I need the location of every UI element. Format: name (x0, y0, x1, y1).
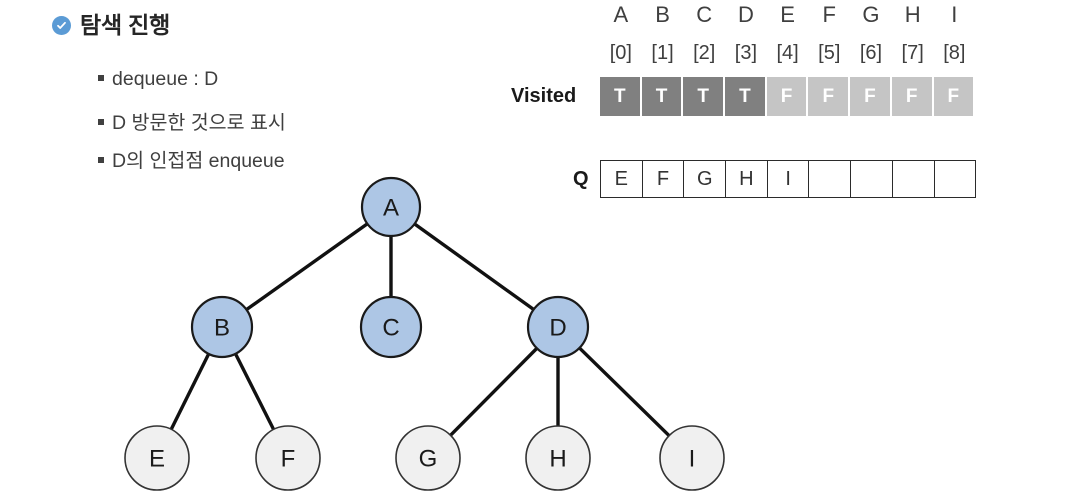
tree-edge-a-b (243, 221, 370, 313)
column-letter: D (737, 2, 754, 27)
tree-node-label: H (549, 446, 566, 473)
tree-node-label: G (419, 446, 438, 473)
tree-edge-b-f (233, 351, 277, 432)
tree-edge-a-d (411, 221, 537, 313)
column-index: [6] (859, 42, 883, 64)
tree-node-i[interactable]: I (659, 425, 725, 491)
column-index: [4] (776, 42, 799, 64)
tree-node-circle (526, 295, 590, 359)
queue-cell: E (601, 160, 643, 198)
tree-node-circle (255, 425, 321, 491)
tree-node-label: B (214, 315, 230, 342)
column-index: [3] (734, 42, 758, 64)
list-item: D의 인접점 enqueue (98, 144, 498, 182)
square-bullet-icon (98, 75, 104, 81)
tree-node-label: F (281, 446, 296, 473)
tree-edge-d-g (447, 345, 540, 438)
list-item-label: dequeue : D (112, 68, 219, 90)
square-bullet-icon (98, 119, 104, 125)
list-item: D 방문한 것으로 표시 (98, 106, 498, 144)
queue-cell: I (767, 160, 810, 198)
column-letter: I (951, 2, 958, 27)
column-index: [1] (651, 42, 674, 64)
list-item: dequeue : D (98, 68, 498, 106)
tree-node-circle (659, 425, 725, 491)
visited-column-indices: [0] [1] [2] [3] [4] [5] [6] [7] [8] (600, 42, 975, 65)
visited-cell: F (933, 77, 974, 116)
tree-edge-d-i (576, 345, 672, 439)
heading-row: 탐색 진행 (52, 14, 170, 37)
visited-cell: F (808, 77, 849, 116)
tree-node-label: C (382, 315, 399, 342)
column-index: [0] (609, 42, 632, 64)
column-letter: B (655, 2, 670, 27)
column-index: [8] (943, 42, 966, 64)
queue-table: E F G H I (600, 160, 977, 198)
column-index: [5] (818, 42, 841, 64)
column-index: [7] (901, 42, 924, 64)
tree-node-circle (190, 295, 254, 359)
tree-node-c[interactable]: C (359, 295, 423, 359)
tree-edge-b-e (168, 351, 212, 432)
queue-cell: G (684, 160, 727, 198)
queue-cell: F (642, 160, 685, 198)
queue-row-label: Q (573, 168, 589, 190)
tree-edges (168, 221, 672, 439)
tree-node-circle (124, 425, 190, 491)
tree-node-circle (525, 425, 591, 491)
tree-node-label: D (549, 315, 566, 342)
list-item-label: D의 인접점 enqueue (112, 150, 285, 172)
tree-node-h[interactable]: H (525, 425, 591, 491)
column-index: [2] (693, 42, 716, 64)
column-letter: F (822, 2, 836, 27)
column-letter: E (780, 2, 795, 27)
visited-cell: T (725, 77, 765, 116)
tree-node-d[interactable]: D (526, 295, 590, 359)
list-item-label: D 방문한 것으로 표시 (112, 112, 286, 134)
tree-node-circle (359, 295, 423, 359)
tree-node-g[interactable]: G (395, 425, 461, 491)
queue-cell: H (726, 160, 768, 198)
visited-cells-row: T T T T F F F F F (600, 77, 974, 116)
visited-column-letters: A B C D E F G H I (600, 2, 975, 28)
visited-cell: T (683, 77, 724, 116)
visited-cell: T (600, 77, 640, 116)
tree-node-f[interactable]: F (255, 425, 321, 491)
visited-cell: F (891, 77, 932, 116)
queue-cell (851, 160, 893, 198)
visited-cell: T (641, 77, 682, 116)
page-title: 탐색 진행 (80, 12, 171, 38)
tree-node-label: I (689, 446, 696, 473)
queue-cell (809, 160, 852, 198)
check-circle-icon (52, 16, 71, 35)
column-letter: A (613, 2, 629, 27)
visited-cell: F (850, 77, 890, 116)
tree-node-b[interactable]: B (190, 295, 254, 359)
bullet-list: dequeue : D D 방문한 것으로 표시 D의 인접점 enqueue (98, 68, 498, 182)
explanation-panel: 탐색 진행 dequeue : D D 방문한 것으로 표시 D의 인접점 en… (0, 0, 500, 200)
square-bullet-icon (98, 157, 104, 163)
visited-table: A B C D E F G H I [0] [1] [2] [3] [4] [5… (0, 0, 1092, 130)
column-letter: H (904, 2, 921, 27)
tree-node-label: E (149, 446, 165, 473)
tree-node-circle (395, 425, 461, 491)
column-letter: G (862, 2, 880, 27)
queue-cell (892, 160, 935, 198)
column-letter: C (696, 2, 713, 27)
tree-node-e[interactable]: E (124, 425, 190, 491)
queue-cell (934, 160, 977, 198)
visited-row-label: Visited (511, 85, 577, 107)
visited-cell: F (766, 77, 807, 116)
